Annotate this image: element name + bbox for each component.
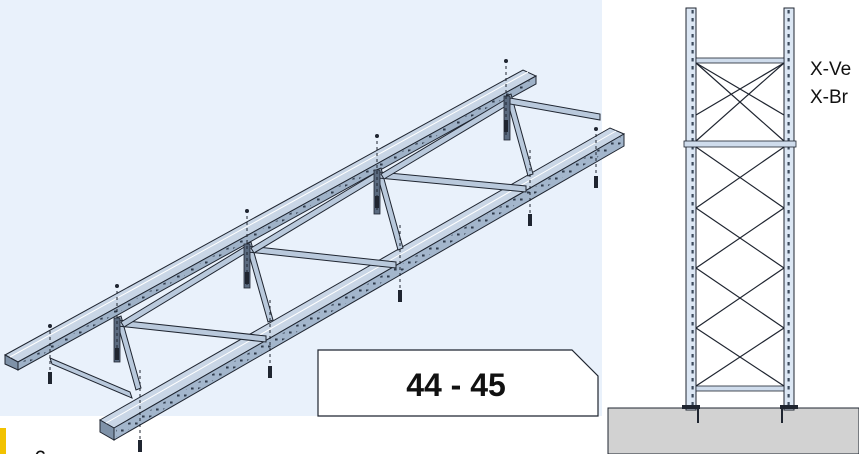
floor-slab bbox=[607, 407, 859, 454]
tower-post-left bbox=[685, 7, 697, 411]
tower-post-right bbox=[783, 7, 795, 411]
truss-assembly bbox=[3, 59, 626, 452]
step-label: 44 - 45 bbox=[406, 367, 506, 403]
truss-bolts bbox=[48, 59, 598, 452]
tower-x-bracing bbox=[695, 62, 785, 387]
tower-frame bbox=[682, 7, 798, 423]
page-accent-tab bbox=[0, 428, 6, 454]
truss-front-chord bbox=[98, 127, 626, 441]
side-label-2: X-Br bbox=[810, 87, 849, 108]
tower-horizontals bbox=[683, 57, 797, 392]
side-label-1: X-Ve bbox=[810, 59, 851, 80]
truss-bracing bbox=[49, 93, 601, 399]
page-number: 6 bbox=[34, 446, 46, 454]
truss-back-chord bbox=[3, 69, 538, 371]
step-label-box: 44 - 45 bbox=[317, 349, 599, 417]
tower-anchors bbox=[682, 405, 798, 423]
